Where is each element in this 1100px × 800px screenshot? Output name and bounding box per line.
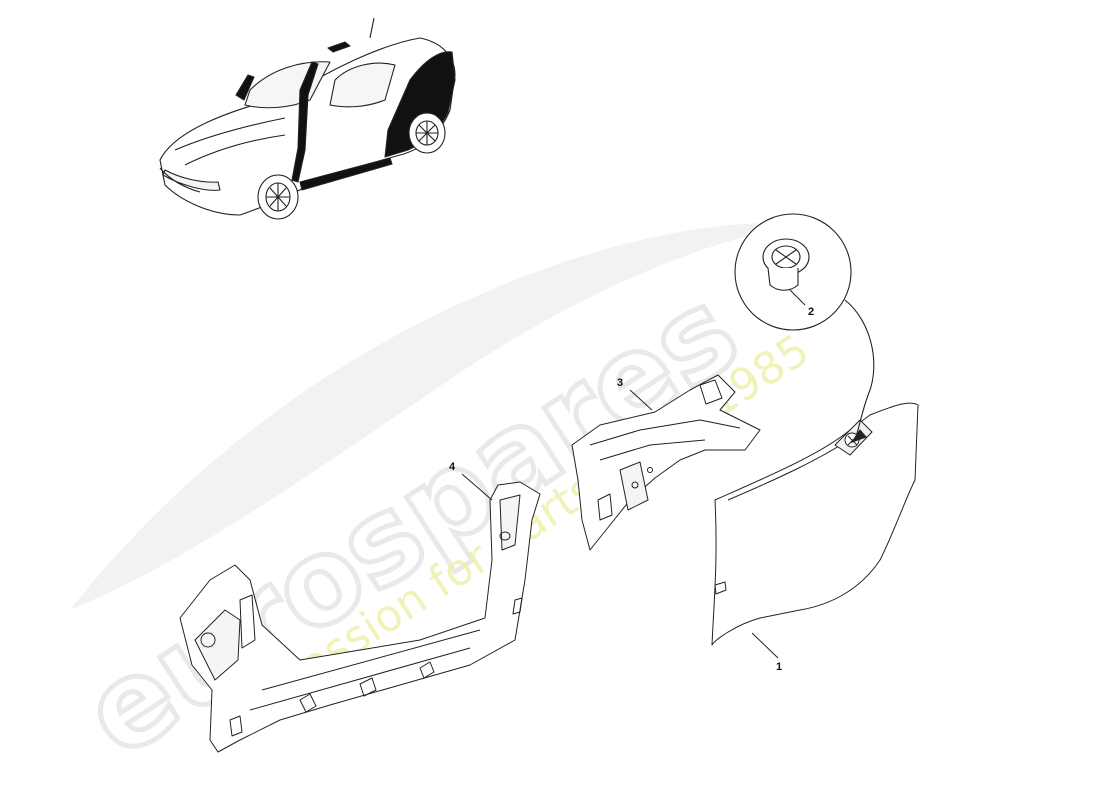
watermark: eurospares a passion for parts since 198… bbox=[58, 223, 818, 786]
part-4-side-frame bbox=[179, 481, 541, 753]
part-1-front-fender bbox=[711, 402, 919, 646]
detail-leader-line bbox=[844, 299, 875, 441]
watermark-swoosh bbox=[70, 223, 800, 610]
callout-1: 1 bbox=[776, 661, 782, 673]
highlight-rear-quarter bbox=[384, 51, 456, 158]
leader-line-1 bbox=[751, 632, 779, 659]
clip-fastener bbox=[762, 238, 810, 291]
callouts: 1 2 3 4 bbox=[449, 306, 814, 673]
leader-line-2 bbox=[789, 289, 806, 306]
part-3-wheel-arch-panel bbox=[571, 374, 761, 551]
part-2-clip-detail bbox=[734, 213, 875, 444]
rear-wheel bbox=[408, 112, 446, 154]
leader-lines bbox=[461, 289, 806, 659]
reference-car-illustration bbox=[159, 17, 456, 220]
callout-3: 3 bbox=[617, 377, 623, 389]
leader-line-3 bbox=[629, 389, 653, 411]
front-wheel bbox=[257, 174, 299, 220]
highlight-a-pillar bbox=[291, 61, 319, 183]
callout-4: 4 bbox=[449, 461, 456, 473]
leader-line-4 bbox=[461, 473, 493, 501]
callout-2: 2 bbox=[808, 306, 814, 318]
